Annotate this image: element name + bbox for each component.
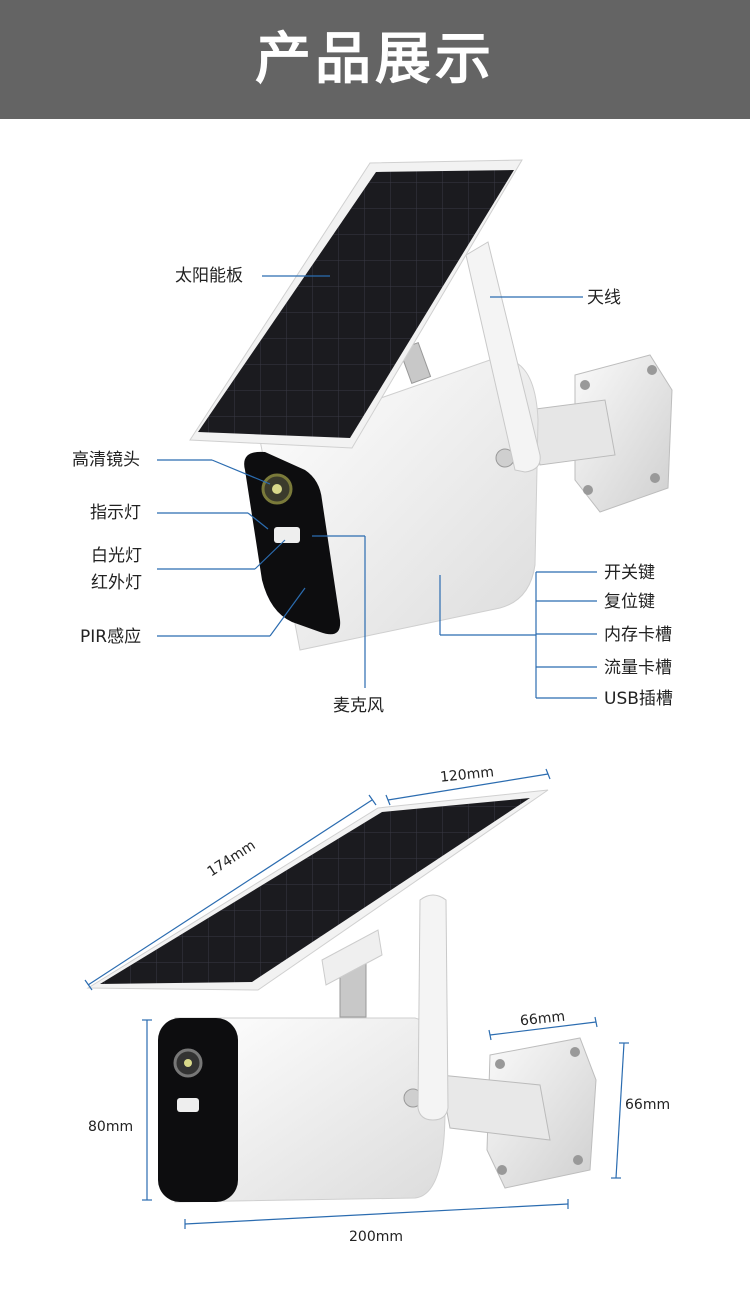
header-bar: 产品展示 bbox=[0, 0, 750, 119]
label-microphone: 麦克风 bbox=[333, 696, 384, 716]
dim-mount-height: 66mm bbox=[625, 1097, 671, 1113]
wall-mount-top bbox=[527, 354, 673, 513]
callout-lines bbox=[157, 275, 597, 699]
label-solar-panel: 太阳能板 bbox=[175, 266, 243, 286]
label-reset-key: 复位键 bbox=[604, 592, 655, 612]
label-white-light: 白光灯 bbox=[91, 546, 142, 566]
label-indicator-light: 指示灯 bbox=[90, 503, 141, 523]
dim-camera-length: 200mm bbox=[349, 1229, 403, 1245]
label-hd-lens: 高清镜头 bbox=[72, 450, 140, 470]
label-infrared-light: 红外灯 bbox=[91, 573, 142, 593]
label-antenna: 天线 bbox=[587, 288, 621, 308]
label-pir-sensor: PIR感应 bbox=[80, 627, 142, 647]
solar-panel-bottom bbox=[86, 789, 549, 991]
label-power-key: 开关键 bbox=[604, 563, 655, 583]
dim-camera-height: 80mm bbox=[88, 1119, 134, 1135]
label-memory-card-slot: 内存卡槽 bbox=[604, 625, 672, 645]
solar-panel-top bbox=[189, 159, 523, 449]
wall-mount-bottom bbox=[439, 1037, 597, 1189]
dimension-lines bbox=[84, 768, 629, 1229]
page-title: 产品展示 bbox=[255, 27, 495, 92]
camera-body-bottom bbox=[158, 1017, 446, 1203]
antenna-top bbox=[465, 241, 541, 473]
antenna-bottom bbox=[417, 894, 449, 1121]
label-data-card-slot: 流量卡槽 bbox=[604, 658, 672, 678]
label-usb-slot: USB插槽 bbox=[604, 689, 673, 709]
